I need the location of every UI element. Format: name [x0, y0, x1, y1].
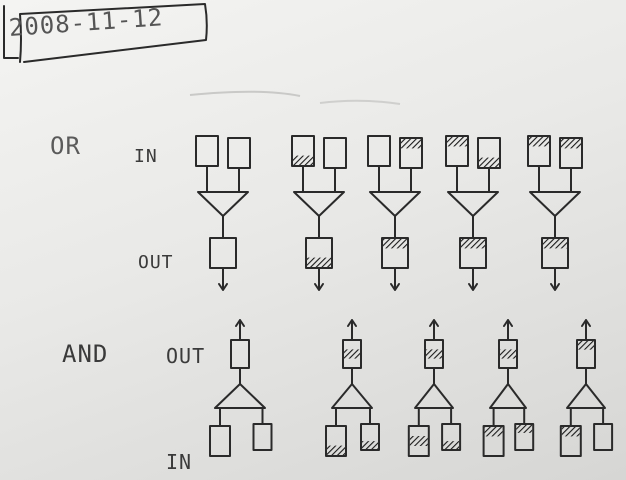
or-out-label: OUT	[138, 252, 174, 273]
or-output-box	[209, 237, 237, 269]
or-output-box-shading	[461, 239, 485, 249]
and-gate-symbol	[414, 383, 454, 409]
and-input-box	[360, 423, 380, 451]
and-wire	[417, 407, 453, 427]
or-output-arrow	[468, 267, 478, 291]
or-input-box	[323, 137, 347, 169]
or-title: OR	[50, 132, 81, 160]
and-input-box	[441, 423, 462, 451]
or-gate-symbol	[293, 191, 345, 217]
or-gate-symbol	[529, 191, 581, 217]
date-box	[19, 3, 208, 63]
or-wire	[378, 165, 412, 193]
and-wire	[492, 407, 526, 427]
and-input-box	[252, 423, 273, 451]
or-output-box-shading	[307, 257, 331, 267]
or-output-box-shading	[383, 239, 407, 249]
erased-mark	[189, 90, 301, 97]
and-input-box-shading	[484, 427, 503, 437]
and-input-box	[209, 425, 231, 457]
or-output-arrow	[550, 267, 560, 291]
or-input-box	[367, 135, 391, 167]
or-input-box-shading	[447, 137, 467, 147]
and-output-box-shading	[344, 349, 360, 359]
and-gate-symbol	[214, 383, 266, 409]
and-gate-row	[209, 319, 614, 457]
or-gate-2	[291, 135, 347, 291]
and-out-label: OUT	[166, 344, 206, 368]
or-input-box-shading	[561, 139, 581, 149]
and-gate-4	[482, 319, 535, 457]
and-input-box	[559, 425, 582, 457]
or-gate-symbol	[447, 191, 499, 217]
and-output-box-shading	[500, 349, 516, 359]
or-gate-1	[195, 135, 251, 291]
and-title: AND	[62, 340, 109, 368]
or-in-label: IN	[134, 146, 158, 167]
or-gate-5	[527, 135, 583, 291]
and-in-label: IN	[166, 450, 193, 474]
and-input-box	[325, 425, 347, 457]
and-output-arrow	[347, 319, 357, 341]
and-input-box-shading	[561, 427, 580, 437]
and-output-box-shading	[426, 349, 442, 359]
or-gate-row	[195, 135, 583, 291]
or-wire	[302, 165, 336, 193]
or-output-arrow	[314, 267, 324, 291]
or-gate-4	[445, 135, 501, 291]
and-gate-1	[209, 319, 273, 457]
and-wire	[335, 407, 371, 427]
or-wire	[538, 165, 572, 193]
and-input-box-shading	[327, 445, 345, 455]
and-input-box-shading	[409, 436, 428, 446]
and-output-arrow	[429, 319, 439, 341]
or-input-box-shading	[293, 155, 313, 165]
or-gate-symbol	[369, 191, 421, 217]
or-input-box-shading	[401, 139, 421, 149]
and-output-arrow	[235, 319, 245, 341]
or-input-box	[227, 137, 251, 169]
and-output-box	[230, 339, 250, 369]
or-output-arrow	[390, 267, 400, 291]
and-wire	[569, 407, 605, 427]
and-output-box-shading	[578, 341, 594, 350]
erased-mark	[319, 99, 401, 105]
and-input-box	[593, 423, 614, 451]
and-input-box-shading	[516, 425, 533, 433]
or-input-box	[195, 135, 219, 167]
date-bracket	[3, 5, 19, 59]
and-gate-5	[559, 319, 614, 457]
and-input-box-shading	[443, 441, 460, 449]
or-output-box-shading	[543, 239, 567, 249]
and-gate-symbol	[489, 383, 527, 409]
and-input-box	[482, 425, 505, 457]
and-output-arrow	[581, 319, 591, 341]
and-input-box	[514, 423, 535, 451]
or-output-arrow	[218, 267, 228, 291]
and-wire	[219, 407, 264, 427]
and-input-box-shading	[362, 441, 378, 449]
and-gate-3	[407, 319, 462, 457]
and-gate-symbol	[566, 383, 606, 409]
or-gate-symbol	[197, 191, 249, 217]
and-gate-2	[325, 319, 380, 457]
and-gate-symbol	[331, 383, 373, 409]
or-gate-3	[367, 135, 423, 291]
and-input-box	[407, 425, 430, 457]
or-input-box-shading	[479, 157, 499, 167]
and-output-arrow	[503, 319, 513, 341]
or-input-box-shading	[529, 137, 549, 147]
or-wire	[206, 165, 240, 193]
or-wire	[456, 165, 490, 193]
